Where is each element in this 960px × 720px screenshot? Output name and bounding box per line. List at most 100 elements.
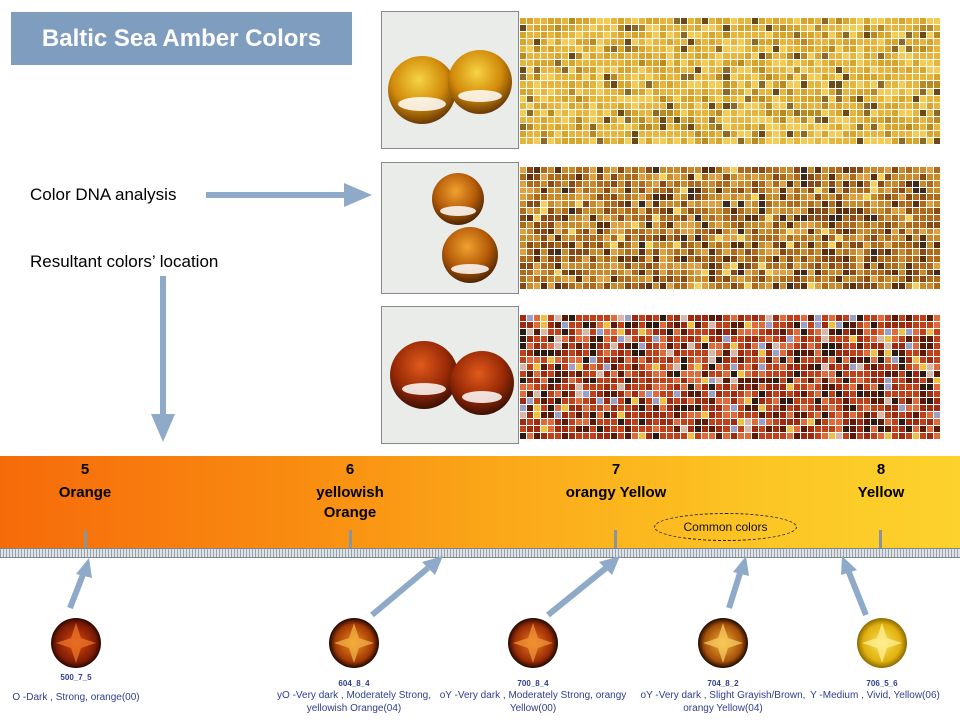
color-swatch (779, 102, 786, 109)
color-swatch (667, 187, 674, 194)
color-swatch (933, 137, 940, 144)
color-swatch (870, 102, 877, 109)
color-swatch (751, 46, 758, 53)
color-swatch (779, 426, 786, 433)
color-swatch (821, 377, 828, 384)
color-swatch (716, 95, 723, 102)
color-swatch (541, 46, 548, 53)
color-swatch (597, 130, 604, 137)
color-swatch (933, 283, 940, 289)
color-swatch (569, 249, 576, 255)
color-swatch (583, 283, 590, 289)
color-swatch (842, 349, 849, 356)
color-swatch (919, 180, 926, 187)
color-swatch (842, 370, 849, 377)
color-swatch (562, 137, 569, 144)
color-swatch (863, 335, 870, 342)
color-swatch (765, 53, 772, 60)
color-swatch (702, 398, 709, 405)
color-swatch (548, 81, 555, 88)
color-swatch (555, 321, 562, 328)
color-swatch (905, 25, 912, 32)
color-swatch (758, 315, 765, 321)
color-swatch (891, 25, 898, 32)
color-swatch (527, 412, 534, 419)
color-swatch (821, 32, 828, 39)
color-swatch (604, 315, 611, 321)
color-swatch (667, 32, 674, 39)
color-swatch (751, 173, 758, 180)
color-swatch (765, 391, 772, 398)
color-swatch (716, 102, 723, 109)
color-swatch (709, 349, 716, 356)
color-swatch (800, 60, 807, 67)
color-swatch (695, 130, 702, 137)
color-swatch (919, 363, 926, 370)
color-swatch (856, 276, 863, 283)
color-swatch (772, 405, 779, 412)
color-swatch (751, 321, 758, 328)
color-swatch (856, 214, 863, 221)
color-swatch (919, 214, 926, 221)
color-swatch (814, 221, 821, 228)
color-swatch (905, 201, 912, 207)
color-swatch (786, 349, 793, 356)
color-swatch (681, 173, 688, 180)
color-swatch (863, 137, 870, 144)
color-swatch (849, 255, 856, 262)
color-swatch (702, 356, 709, 363)
color-swatch (751, 269, 758, 276)
color-swatch (604, 342, 611, 349)
color-swatch (632, 18, 639, 25)
color-swatch (835, 39, 842, 46)
color-swatch (737, 419, 744, 426)
color-swatch (681, 53, 688, 60)
color-swatch (884, 137, 891, 144)
color-swatch (856, 46, 863, 53)
color-swatch (709, 18, 716, 25)
color-swatch (765, 60, 772, 67)
color-swatch (800, 262, 807, 269)
color-swatch (520, 405, 527, 412)
color-swatch (919, 262, 926, 269)
color-swatch (576, 167, 583, 173)
color-swatch (779, 201, 786, 207)
color-swatch (905, 384, 912, 391)
color-swatch (842, 384, 849, 391)
color-swatch (828, 405, 835, 412)
color-swatch (842, 321, 849, 328)
color-swatch (555, 269, 562, 276)
color-swatch (653, 249, 660, 255)
color-swatch (646, 214, 653, 221)
color-swatch (653, 116, 660, 123)
color-swatch (835, 201, 842, 207)
color-swatch (695, 201, 702, 207)
color-swatch (667, 137, 674, 144)
color-swatch (702, 18, 709, 25)
color-swatch (835, 187, 842, 194)
color-swatch (800, 81, 807, 88)
color-swatch (702, 116, 709, 123)
color-swatch (709, 335, 716, 342)
color-swatch (604, 363, 611, 370)
color-swatch (926, 116, 933, 123)
color-swatch (884, 370, 891, 377)
color-swatch (597, 426, 604, 433)
color-swatch (814, 235, 821, 242)
color-swatch (695, 167, 702, 173)
color-swatch (534, 283, 541, 289)
color-swatch (639, 249, 646, 255)
color-swatch (821, 137, 828, 144)
color-swatch (597, 102, 604, 109)
color-swatch (723, 221, 730, 228)
color-swatch (744, 384, 751, 391)
color-swatch (583, 255, 590, 262)
color-swatch (534, 74, 541, 81)
color-swatch (870, 123, 877, 130)
color-swatch (653, 349, 660, 356)
color-swatch (625, 335, 632, 342)
color-swatch (590, 315, 597, 321)
color-swatch (590, 53, 597, 60)
color-swatch (611, 67, 618, 74)
color-swatch (744, 187, 751, 194)
